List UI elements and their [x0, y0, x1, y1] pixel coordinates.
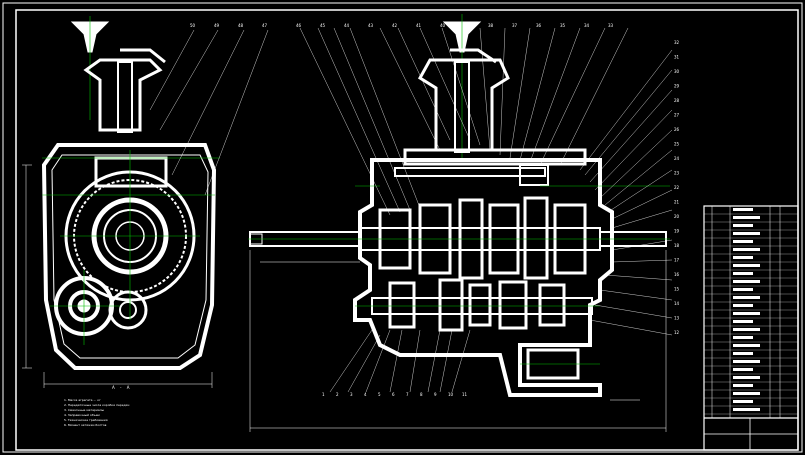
table-row-text [733, 304, 753, 307]
section-label: А - А [112, 385, 132, 390]
leader-number-bottom: 7 [406, 392, 409, 397]
table-row-text [733, 384, 753, 387]
leader-number-bottom: 5 [378, 392, 381, 397]
leader-number-bottom: 11 [462, 392, 468, 397]
leader-number-right: 30 [674, 69, 680, 74]
leader-number-bottom: 8 [420, 392, 423, 397]
leader-number-right: 22 [674, 185, 680, 190]
table-row-text [733, 400, 753, 403]
note-line: 1. Масса агрегата ... кг [64, 398, 101, 402]
table-row-text [733, 296, 760, 299]
note-line: 4. Заправочный объем [64, 413, 100, 417]
leader-number-right: 21 [674, 200, 680, 205]
leader-number-top: 45 [320, 23, 326, 28]
leader-number-top: 44 [344, 23, 350, 28]
leader-number-right: 29 [674, 84, 680, 89]
longitudinal-section [248, 14, 673, 432]
leader-number-right: 18 [674, 243, 680, 248]
leader-number-bottom: 1 [322, 392, 325, 397]
leader-number-left: 47 [262, 23, 268, 28]
table-row-text [733, 312, 760, 315]
table-row-text [733, 336, 753, 339]
leader-number-top: 37 [512, 23, 518, 28]
leader-number-right: 26 [674, 127, 680, 132]
leader-number-right: 15 [674, 287, 680, 292]
leader-number-left: 49 [214, 23, 220, 28]
leader-number-right: 28 [674, 98, 680, 103]
leader-number-top: 34 [584, 23, 590, 28]
leader-number-top: 42 [392, 23, 398, 28]
note-line: 2. Передаточные числа коробки передач [64, 403, 130, 407]
note-line: 3. Смазочные материалы [64, 408, 105, 412]
leader-number-bottom: 3 [350, 392, 353, 397]
leader-number-left: 50 [190, 23, 196, 28]
gearbox-housing [353, 158, 614, 397]
table-row-text [733, 288, 753, 291]
leader-number-top: 36 [536, 23, 542, 28]
leader-number-right: 19 [674, 229, 680, 234]
idler-gear-left [108, 290, 148, 330]
leader-number-top: 33 [608, 23, 614, 28]
table-row-text [733, 256, 753, 259]
leader-number-top: 46 [296, 23, 302, 28]
leader-number-bottom: 10 [448, 392, 454, 397]
leader-number-top: 38 [488, 23, 494, 28]
leader-number-bottom: 9 [434, 392, 437, 397]
parts-list-table [703, 205, 799, 451]
table-row-text [733, 248, 760, 251]
leader-number-right: 16 [674, 272, 680, 277]
leader-number-top: 39 [464, 23, 470, 28]
housing-left [41, 143, 217, 370]
table-row-text [733, 328, 760, 331]
leader-number-right: 31 [674, 55, 680, 60]
table-row-text [733, 360, 760, 363]
leader-number-bottom: 2 [336, 392, 339, 397]
table-row-text [733, 320, 753, 323]
lever-tower-left [83, 58, 163, 132]
parts-list-rows [704, 208, 798, 415]
leader-number-top: 40 [440, 23, 446, 28]
leader-number-right: 17 [674, 258, 680, 263]
leader-number-top: 35 [560, 23, 566, 28]
top-cover [403, 148, 587, 166]
technical-notes: 1. Масса агрегата ... кг 2. Передаточные… [64, 398, 224, 428]
table-row-text [733, 392, 760, 395]
leader-number-top: 41 [416, 23, 422, 28]
table-row-text [733, 224, 753, 227]
leader-number-right: 13 [674, 316, 680, 321]
table-row-text [733, 216, 760, 219]
leader-number-right: 24 [674, 156, 680, 161]
leader-number-top: 43 [368, 23, 374, 28]
leader-number-right: 12 [674, 330, 680, 335]
leader-number-right: 32 [674, 40, 680, 45]
left-end-view [22, 16, 269, 388]
table-row-text [733, 240, 753, 243]
table-row-text [733, 352, 753, 355]
table-row-text [733, 280, 760, 283]
table-row-text [733, 264, 760, 267]
leader-number-right: 14 [674, 301, 680, 306]
leader-number-right: 25 [674, 142, 680, 147]
note-line: 5. Технические требования [64, 418, 108, 422]
table-row-text [733, 376, 760, 379]
table-row-text [733, 408, 760, 411]
leader-number-bottom: 6 [392, 392, 395, 397]
leader-number-right: 23 [674, 171, 680, 176]
leader-number-bottom: 4 [364, 392, 367, 397]
leader-number-right: 20 [674, 214, 680, 219]
table-row-text [733, 272, 753, 275]
table-row-text [733, 344, 760, 347]
table-row-text [733, 208, 753, 211]
leader-number-right: 27 [674, 113, 680, 118]
table-row-text [733, 368, 753, 371]
note-line: 6. Момент затяжки болтов [64, 423, 107, 427]
leader-number-left: 48 [238, 23, 244, 28]
table-row-text [733, 232, 760, 235]
